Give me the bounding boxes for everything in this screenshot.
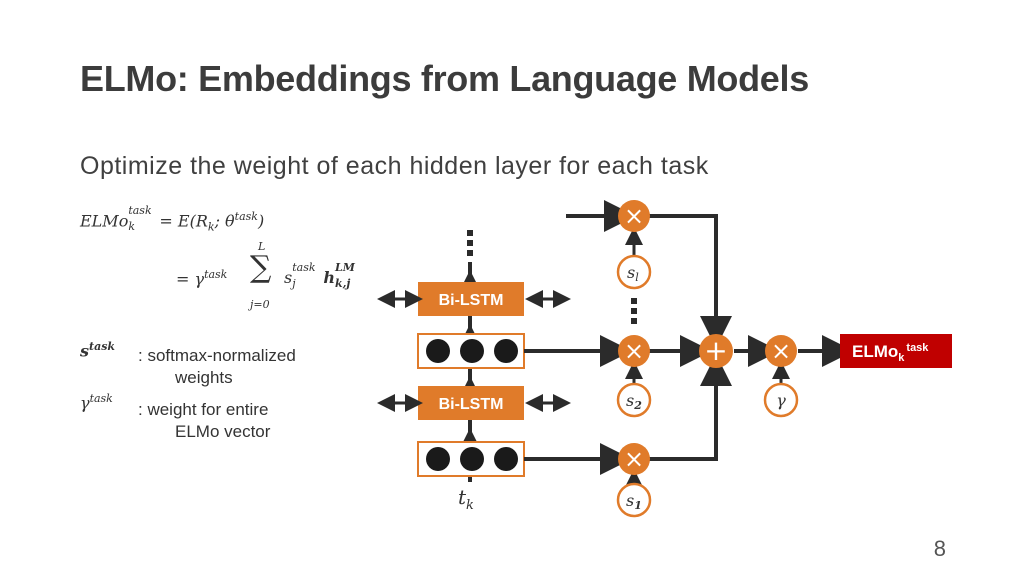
s-sup: task xyxy=(292,261,316,274)
svg-text:×: × xyxy=(624,202,644,230)
multiply-node-bottom: × xyxy=(618,443,650,475)
multiply-node-mid: × xyxy=(618,335,650,367)
gamma-sup: task xyxy=(204,268,228,281)
hidden-vector xyxy=(417,333,525,369)
sum-upper: L xyxy=(258,240,266,253)
legend-s-symbol: stask xyxy=(80,340,116,361)
vertical-dots-stack xyxy=(467,230,473,256)
svg-text:sl: sl xyxy=(627,263,639,284)
legend-s-desc: : softmax-normalized weights xyxy=(138,346,296,387)
elmo-sup: task xyxy=(128,204,152,218)
embedding-vector xyxy=(417,441,525,477)
svg-text:×: × xyxy=(624,337,644,365)
line-mult-bot-to-plus xyxy=(648,354,732,461)
page-number: 8 xyxy=(933,536,946,561)
elmo-output-label: ELMoktask xyxy=(852,342,929,364)
s-letter: s xyxy=(284,268,293,287)
bi-lstm-upper-label: Bi-LSTM xyxy=(439,292,504,309)
h-sup: LM xyxy=(334,261,355,274)
bi-lstm-lower xyxy=(418,386,524,420)
elmo-symbol: ELMo xyxy=(80,211,129,231)
vertical-dots-weights xyxy=(631,298,637,324)
rhs-sup: task xyxy=(234,210,258,223)
sum-lower: j=0 xyxy=(250,298,270,311)
svg-text:+: + xyxy=(704,334,727,367)
multiply-node-gamma: × xyxy=(765,335,797,367)
input-token: tk xyxy=(458,485,474,513)
legend-gamma-desc: : weight for entire ELMo vector xyxy=(138,400,271,441)
gamma-node: γ xyxy=(763,382,799,418)
svg-text:×: × xyxy=(771,337,791,365)
svg-text:γ: γ xyxy=(776,391,786,410)
line-mult-top-to-plus xyxy=(648,214,732,348)
slide-subtitle: Optimize the weight of each hidden layer… xyxy=(80,152,709,180)
bi-lstm-lower-label: Bi-LSTM xyxy=(439,396,504,413)
plus-node: + xyxy=(699,334,733,368)
bi-lstm-upper xyxy=(418,282,524,316)
gamma-eq: = γ xyxy=(176,269,205,289)
weight-node-s2: s2 xyxy=(616,382,652,418)
weight-node-s1: s1 xyxy=(616,482,652,518)
rhs-start: = E(R xyxy=(159,211,208,231)
rhs-sub: k xyxy=(207,220,215,234)
sum-symbol: ∑ xyxy=(250,250,272,285)
equation-line-2: = γtask xyxy=(176,268,227,288)
weight-node-sl: sl xyxy=(616,254,652,290)
elmo-output-box xyxy=(840,334,952,368)
h-sub: k,j xyxy=(334,277,351,290)
rhs-theta: ; θ xyxy=(214,211,235,231)
rhs-close: ) xyxy=(257,211,265,231)
legend-gamma-symbol: γtask xyxy=(80,392,113,413)
elmo-sub: k xyxy=(128,220,135,234)
svg-text:×: × xyxy=(624,445,644,473)
svg-text:s1: s1 xyxy=(626,491,642,512)
multiply-node-top: × xyxy=(618,200,650,232)
s-sub: j xyxy=(292,277,296,290)
h-letter: h xyxy=(323,268,335,287)
slide-title: ELMo: Embeddings from Language Models xyxy=(80,58,809,99)
svg-text:s2: s2 xyxy=(626,391,642,412)
